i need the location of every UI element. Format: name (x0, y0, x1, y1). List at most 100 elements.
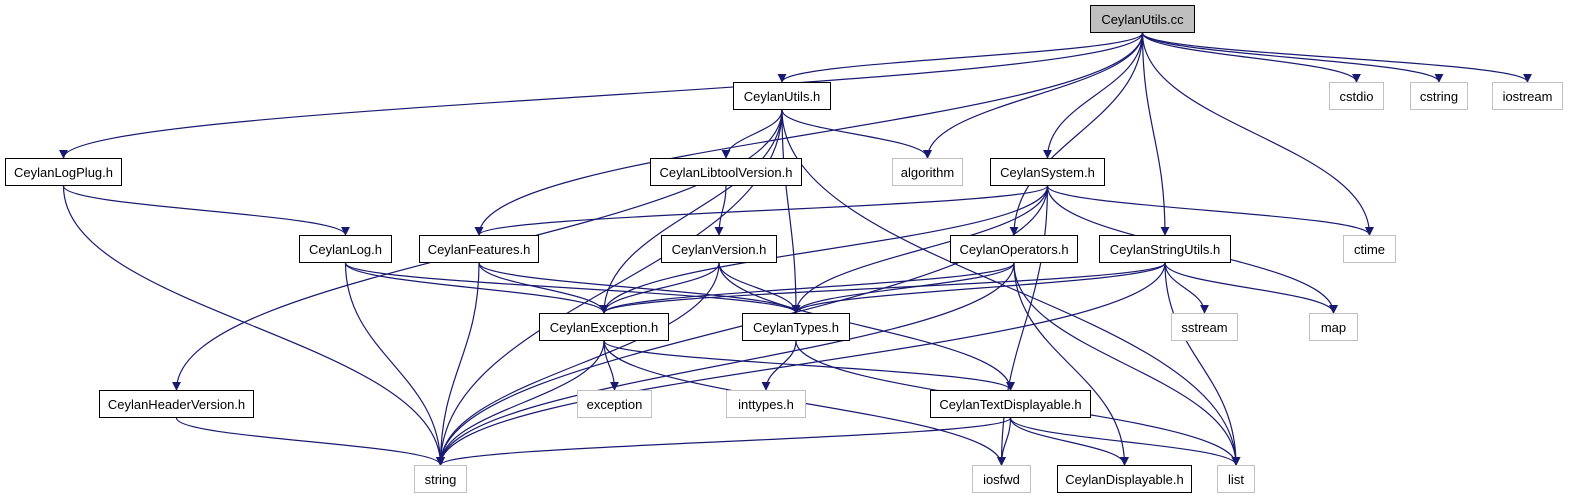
edge-ceylansystem-h-to-ceylanfeatures-h (474, 185, 1049, 236)
node-label: exception (586, 396, 643, 412)
edge-ceylanoperators-h-to-ceylantypes-h (791, 262, 1015, 314)
node-ceylanlogplug-h[interactable]: CeylanLogPlug.h (5, 158, 122, 186)
edge-ceylanstringutils-h-to-map (1164, 262, 1338, 314)
node-ceylanexception-h[interactable]: CeylanException.h (539, 313, 669, 341)
edge-ceylanstringutils-h-to-list (1164, 262, 1241, 466)
edge-ceylantextdisplayable-h-to-iosfwd (997, 417, 1012, 466)
node-ceylanlog-h[interactable]: CeylanLog.h (299, 235, 392, 263)
edge-ceylanlog-h-to-ceylantypes-h (344, 262, 801, 314)
node-exception: exception (577, 390, 652, 418)
node-label: CeylanLibtoolVersion.h (659, 164, 793, 180)
edge-ceylanlog-h-to-ceylanexception-h (344, 262, 609, 314)
node-inttypes-h: inttypes.h (726, 390, 806, 418)
node-label: CeylanHeaderVersion.h (107, 396, 246, 412)
node-label: CeylanDisplayable.h (1065, 471, 1184, 487)
node-ceylanoperators-h[interactable]: CeylanOperators.h (950, 235, 1078, 263)
edge-ceylanoperators-h-to-ceylanexception-h (599, 262, 1015, 314)
node-label: CeylanFeatures.h (427, 241, 531, 257)
edge-ceylanfeatures-h-to-ceylanexception-h (478, 262, 609, 314)
node-iosfwd: iosfwd (972, 465, 1031, 493)
node-ceylanfeatures-h[interactable]: CeylanFeatures.h (419, 235, 539, 263)
edge-ceylanutils-cc-to-ceylanutils-h (777, 32, 1144, 83)
node-label: CeylanTypes.h (753, 319, 839, 335)
node-label: iosfwd (983, 471, 1020, 487)
edge-ceylanexception-h-to-string (436, 340, 605, 466)
edge-ceylanheaderversion-h-to-string (175, 417, 445, 466)
edge-ceylanutils-cc-to-ceylanfeatures-h (474, 32, 1144, 236)
node-label: CeylanVersion.h (671, 241, 767, 257)
edge-ceylansystem-h-to-iosfwd (997, 185, 1049, 466)
node-ceylanversion-h[interactable]: CeylanVersion.h (661, 235, 777, 263)
edge-ceylanlog-h-to-string (344, 262, 445, 466)
edge-ceylanstringutils-h-to-string (436, 262, 1166, 466)
edge-ceylanoperators-h-to-ceylandisplayable-h (1013, 262, 1129, 466)
node-cstdio: cstdio (1329, 82, 1384, 110)
node-label: CeylanStringUtils.h (1109, 241, 1221, 257)
node-ceylantypes-h[interactable]: CeylanTypes.h (742, 313, 850, 341)
node-label: CeylanUtils.h (743, 88, 821, 104)
node-ctime: ctime (1343, 235, 1396, 263)
node-label: cstring (1419, 88, 1459, 104)
node-ceylandisplayable-h[interactable]: CeylanDisplayable.h (1057, 465, 1192, 493)
node-label: sstream (1181, 319, 1228, 335)
node-label: CeylanOperators.h (959, 241, 1069, 257)
edge-ceylantypes-h-to-inttypes-h (761, 340, 797, 391)
node-iostream: iostream (1492, 82, 1563, 110)
edge-ceylanlibtoolversion-h-to-ceylanversion-h (714, 185, 727, 236)
node-label: cstdio (1339, 88, 1374, 104)
node-label: CeylanLog.h (309, 241, 382, 257)
node-cstring: cstring (1410, 82, 1468, 110)
edge-ceylanutils-cc-to-ceylanlogplug-h (59, 32, 1144, 159)
node-ceylanutils-cc[interactable]: CeylanUtils.cc (1090, 5, 1195, 33)
node-ceylanlibtoolversion-h[interactable]: CeylanLibtoolVersion.h (650, 158, 802, 186)
node-label: CeylanException.h (549, 319, 659, 335)
edge-ceylanfeatures-h-to-string (436, 262, 480, 466)
node-sstream: sstream (1171, 313, 1238, 341)
edge-ceylanutils-h-to-ceylantypes-h (781, 109, 801, 314)
edge-ceylantextdisplayable-h-to-list (1009, 417, 1241, 466)
edge-ceylanutils-h-to-ceylanlibtoolversion-h (721, 109, 783, 159)
edge-ceylanutils-h-to-list (781, 109, 1241, 466)
edge-ceylantextdisplayable-h-to-string (436, 417, 1012, 466)
edge-ceylanutils-cc-to-ceylansystem-h (1043, 32, 1144, 159)
edge-ceylanoperators-h-to-list (1013, 262, 1241, 466)
edge-ceylanutils-cc-to-ceylanoperators-h (1009, 32, 1144, 236)
edge-ceylanstringutils-h-to-ceylantypes-h (791, 262, 1166, 314)
node-label: map (1320, 319, 1347, 335)
edge-ceylanversion-h-to-ceylantextdisplayable-h (718, 262, 1015, 391)
node-ceylanstringutils-h[interactable]: CeylanStringUtils.h (1099, 235, 1231, 263)
edge-ceylanutils-cc-to-algorithm (923, 32, 1144, 159)
edge-ceylanutils-cc-to-cstdio (1141, 32, 1361, 83)
node-label: CeylanTextDisplayable.h (939, 396, 1082, 412)
node-label: algorithm (900, 164, 955, 180)
node-string: string (414, 465, 467, 493)
node-ceylansystem-h[interactable]: CeylanSystem.h (990, 158, 1105, 186)
edge-ceylanversion-h-to-string (436, 262, 720, 466)
node-list: list (1217, 465, 1255, 493)
edge-ceylantextdisplayable-h-to-ceylandisplayable-h (1009, 417, 1129, 466)
node-ceylanutils-h[interactable]: CeylanUtils.h (733, 82, 831, 110)
edge-ceylanutils-h-to-ceylanexception-h (599, 109, 783, 314)
node-label: iostream (1502, 88, 1553, 104)
node-ceylanheaderversion-h[interactable]: CeylanHeaderVersion.h (99, 390, 254, 418)
edge-ceylanutils-cc-to-cstring (1141, 32, 1444, 83)
edge-ceylanutils-cc-to-ceylanstringutils-h (1141, 32, 1170, 236)
edge-ceylansystem-h-to-ctime (1046, 185, 1374, 236)
edge-ceylanstringutils-h-to-sstream (1164, 262, 1209, 314)
edge-ceylanfeatures-h-to-ceylantypes-h (478, 262, 801, 314)
edge-ceylanlogplug-h-to-string (62, 185, 445, 466)
node-label: CeylanUtils.cc (1101, 11, 1184, 27)
node-label: inttypes.h (738, 396, 794, 412)
edge-ceylanoperators-h-to-string (436, 262, 1015, 466)
edge-ceylanutils-cc-to-ctime (1141, 32, 1374, 236)
edge-ceylanutils-h-to-algorithm (781, 109, 932, 159)
node-label: CeylanLogPlug.h (13, 164, 114, 180)
node-algorithm: algorithm (892, 158, 963, 186)
edge-ceylanstringutils-h-to-ceylanexception-h (599, 262, 1166, 314)
node-ceylantextdisplayable-h[interactable]: CeylanTextDisplayable.h (930, 390, 1091, 418)
edge-ceylanexception-h-to-ceylantextdisplayable-h (603, 340, 1015, 391)
edge-ceylanutils-cc-to-iostream (1141, 32, 1532, 83)
node-label: string (424, 471, 457, 487)
node-label: ctime (1353, 241, 1386, 257)
node-map: map (1309, 313, 1358, 341)
